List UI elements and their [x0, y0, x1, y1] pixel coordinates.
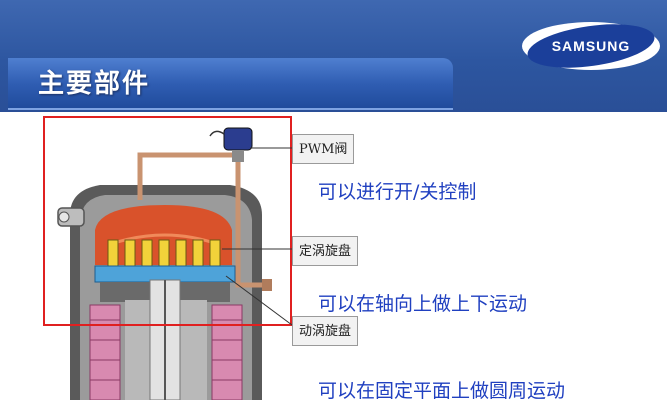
samsung-logo: SAMSUNG: [522, 22, 660, 70]
orbiting-scroll: [94, 265, 236, 302]
suction-nozzle: [57, 207, 85, 227]
label-orbiting-scroll: 动涡旋盘: [292, 316, 359, 346]
desc-orbiting-scroll: 可以在固定平面上做圆周运动: [318, 380, 566, 402]
highlight-frame: [43, 116, 292, 326]
pwm-valve: [209, 127, 253, 162]
page-title: 主要部件: [38, 69, 151, 99]
scroll-wraps: [107, 239, 221, 267]
desc-pwm-valve: 可以进行开/关控制: [318, 181, 477, 203]
leader-lines: [222, 147, 293, 326]
samsung-wordmark: SAMSUNG: [552, 38, 631, 54]
label-pwm-valve: PWM阀: [292, 134, 355, 164]
title-bar: [8, 58, 453, 110]
crank-shaft: [125, 279, 207, 400]
motor-stator: [89, 304, 243, 400]
label-fixed-scroll: 定涡旋盘: [292, 236, 359, 266]
desc-fixed-scroll: 可以在轴向上做上下运动: [318, 293, 528, 315]
